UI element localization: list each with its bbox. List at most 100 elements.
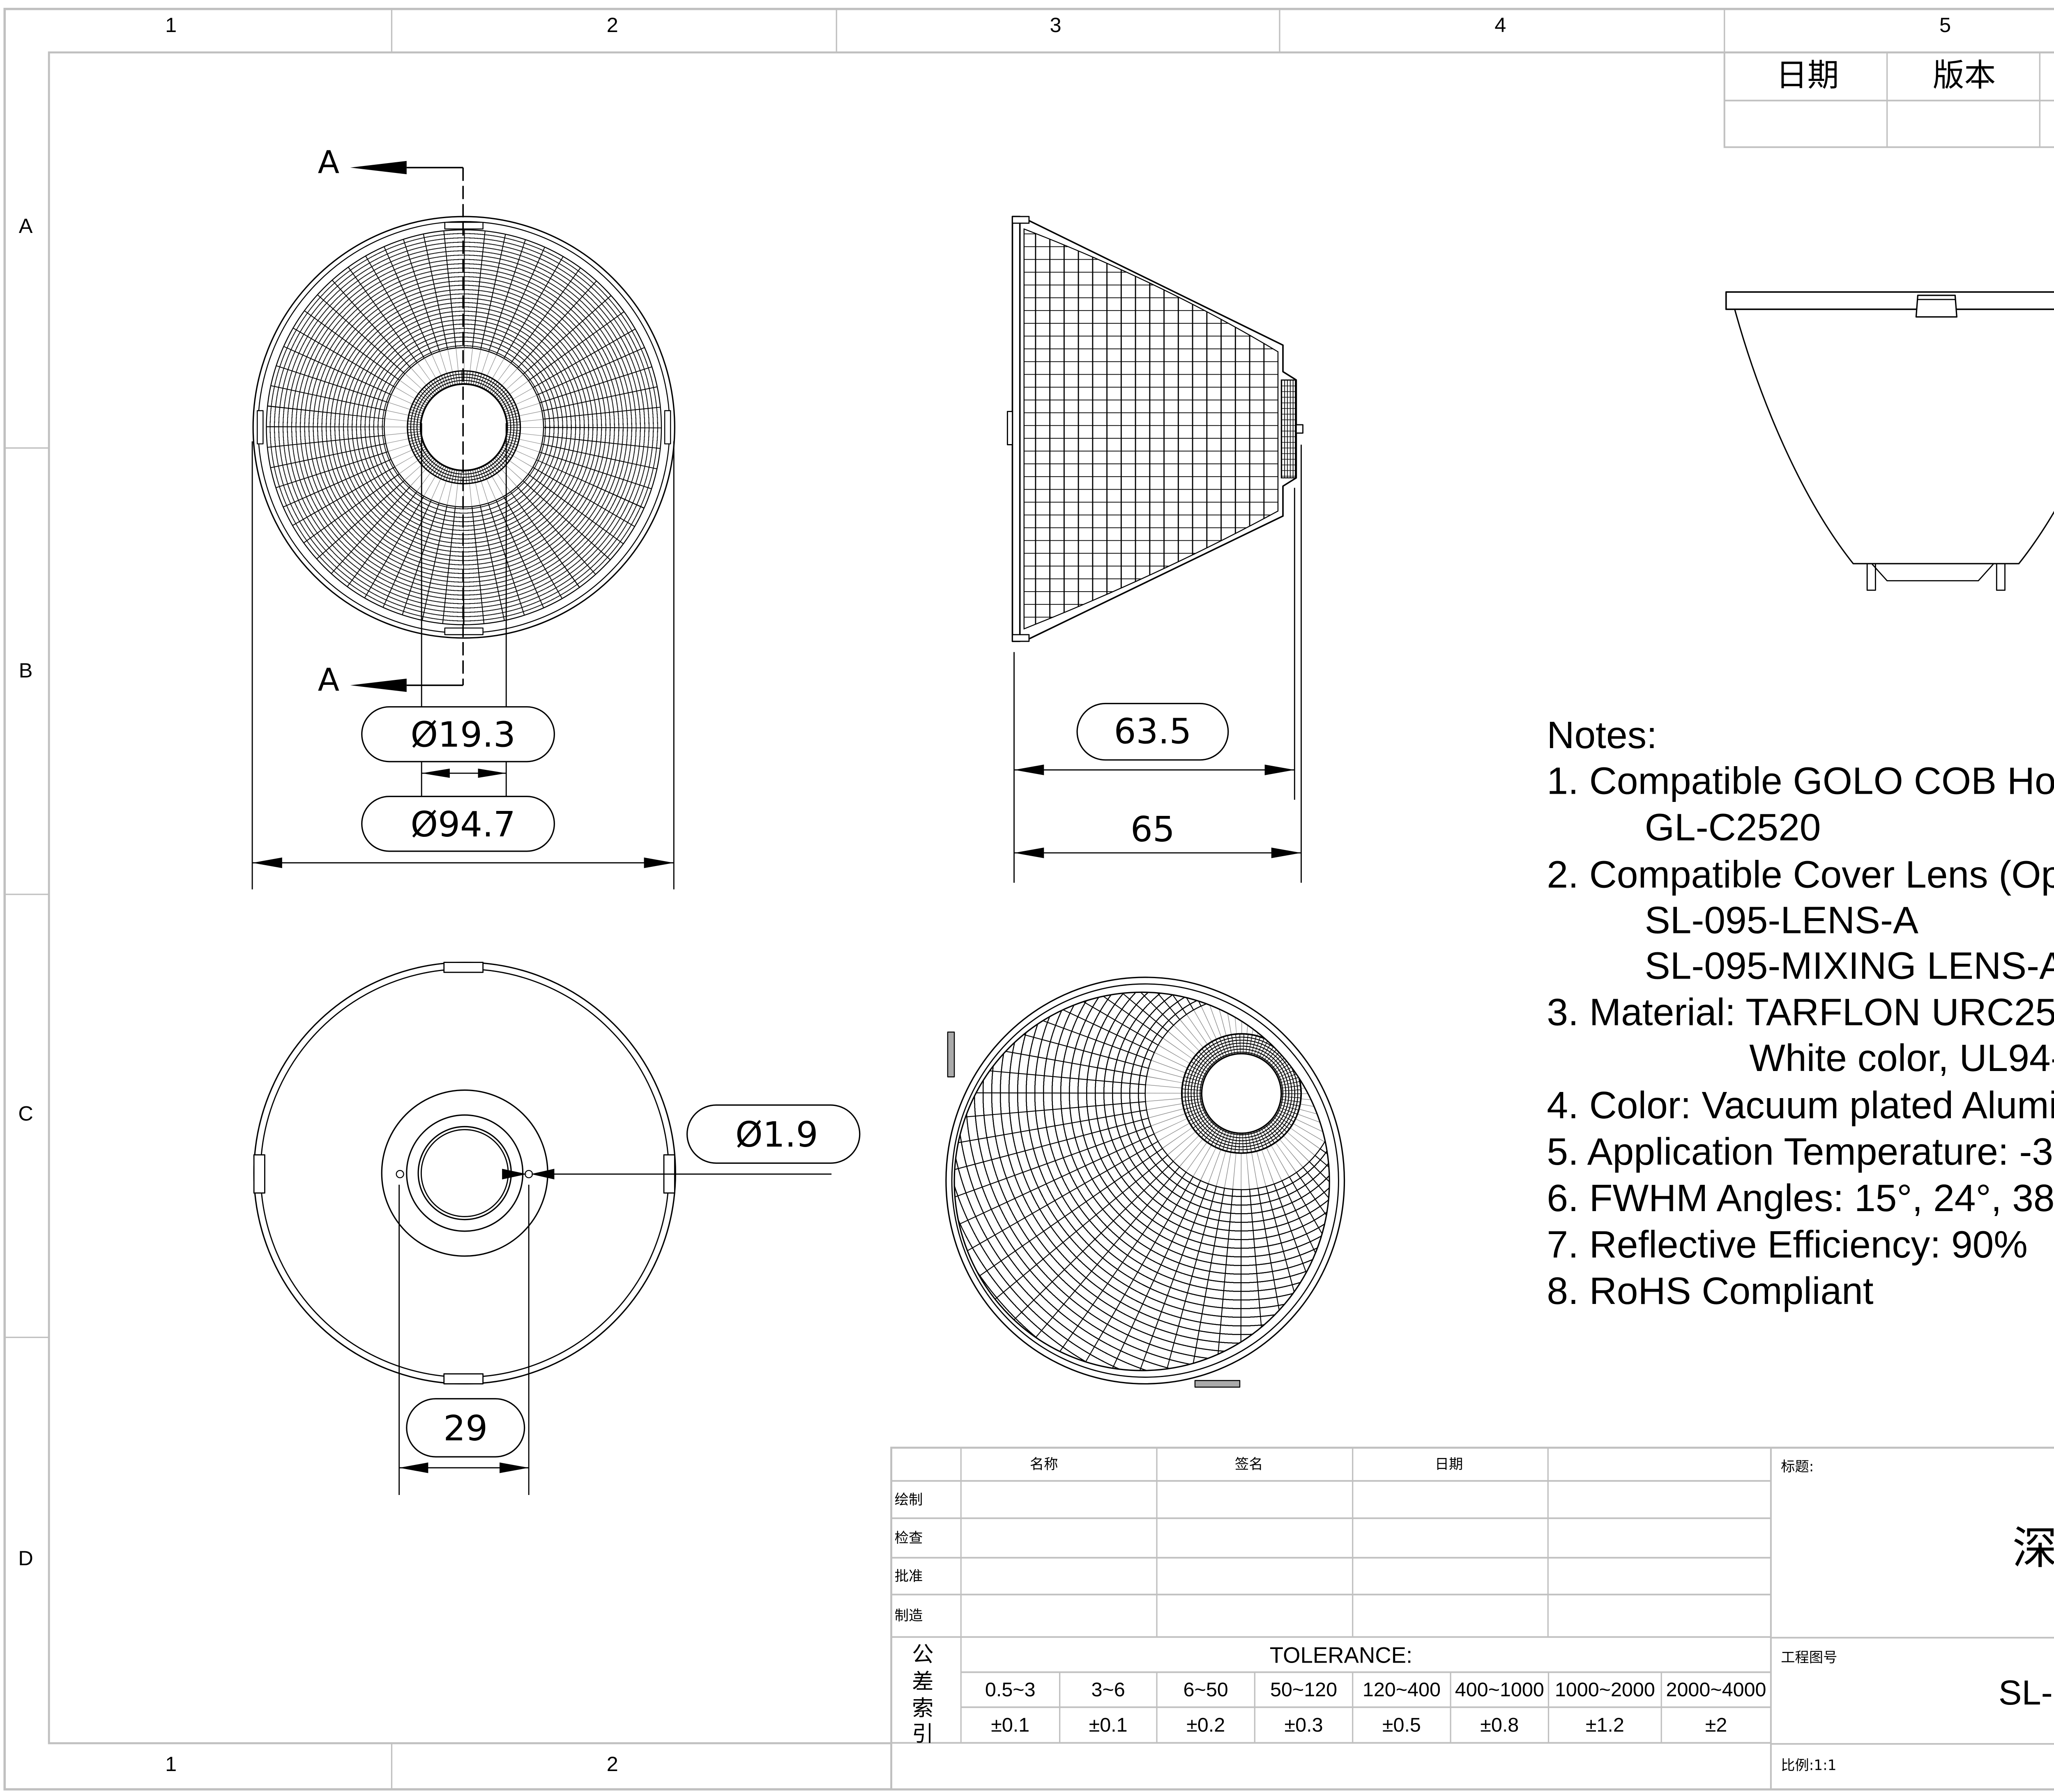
grid-outer-edge [266,229,662,625]
drawing-number-label: 工程图号 [1781,1649,1837,1666]
tolerance-range: 3~6 [1091,1679,1125,1701]
note-line: White color, UL94-V0, UV resistant [1749,1037,2054,1079]
tolerance-value: ±1.2 [1586,1714,1624,1736]
tolerance-value: ±0.5 [1382,1714,1421,1736]
tolerance-range: 2000~4000 [1666,1679,1766,1701]
dimension-arrow [399,1462,428,1473]
dimension-outer-diameter: Ø94.7 [251,441,675,889]
tolerance-range: 400~1000 [1455,1679,1544,1701]
dimension-value: 65 [1131,809,1175,850]
locating-pin [1295,424,1303,434]
zone-label-bottom: 2 [607,1752,618,1776]
dimension-value: 63.5 [1114,712,1191,752]
rim-outer [252,216,675,639]
dimension-arrow [531,1168,555,1179]
reflector-body-facets [1023,228,1279,630]
pin-hole [396,1170,404,1179]
reflector-neck-facets [1280,379,1296,479]
rim-tab [443,1373,484,1384]
section-arrow-head [350,161,407,175]
scale-label: 比例:1:1 [1781,1757,1837,1774]
dimension-value: Ø1.9 [735,1115,818,1155]
note-line: 5. Application Temperature: -35ºC ~ 120º… [1547,1130,2054,1173]
tolerance-range: 50~120 [1270,1679,1337,1701]
tolerance-side-label: 公 [912,1642,934,1667]
reflector-section-profile [1734,309,2054,564]
dimension-arrow [500,1462,529,1473]
flange-tab [1006,411,1013,445]
header-signature: 签名 [1235,1456,1263,1472]
revision-header-date: 日期 [1776,57,1839,94]
drawing-number: SL-095B [1999,1673,2054,1712]
section-label: A [318,662,340,698]
boss-inner [406,1114,524,1232]
light-opening [1201,1053,1282,1134]
dimension-value: 29 [443,1408,488,1449]
side-view: 63.5 65 [1006,216,1303,883]
dimension-pin-spacing: 29 [398,1184,530,1495]
light-opening [420,1129,509,1217]
dimension-pin-hole: Ø1.9 [502,1104,861,1179]
dimension-body-length: 63.5 [1013,488,1295,883]
zone-label-left: C [18,1102,33,1125]
tolerance-side-label: 差 [912,1669,934,1694]
note-line: 1. Compatible GOLO COB Holders: [1547,759,2054,802]
note-line: SL-095-LENS-A [1645,899,1918,942]
rim-tab [1194,1380,1241,1388]
isometric-view [945,977,1345,1388]
front-view: A A Ø19.3 Ø94.7 [251,144,675,889]
section-arrow-head [350,678,407,692]
dimension-arrow [252,857,282,868]
note-line: 4. Color: Vacuum plated Aluminum [1547,1084,2054,1126]
header-name: 名称 [1030,1456,1058,1472]
tolerance-value: ±2 [1705,1714,1727,1736]
neck-radials [407,371,520,484]
revision-table: 日期 版本 版本说明 [1723,51,2054,148]
title-block-border [890,1446,2054,1790]
dimension-value: Ø19.3 [410,715,516,755]
tolerance-range: 6~50 [1184,1679,1228,1701]
note-line: SL-095-MIXING LENS-A [1645,944,2054,987]
tolerance-value: ±0.2 [1186,1714,1225,1736]
rim-tab [664,410,671,445]
body-edge [953,991,1330,1371]
notes-title: Notes: [1547,714,1657,756]
note-line: 2. Compatible Cover Lens (Optional): [1547,853,2054,896]
bottom-view: Ø1.9 29 [253,961,861,1495]
note-line: GL-C2520 [1645,806,1821,848]
note-line: 8. RoHS Compliant [1547,1269,1873,1312]
section-label: A [318,144,340,181]
zone-label-top: 1 [165,13,177,37]
flange-lip [1012,634,1030,642]
company-name: 深圳西朗德光学 [2013,1522,2054,1574]
rim-tab [443,962,484,973]
row-label-manufacturing: 制造 [895,1608,923,1624]
isometric-facet-grid [954,992,1330,1371]
dimension-arrow [421,768,450,778]
dimension-label-box [361,796,555,852]
rim-outer [253,961,676,1385]
tolerance-range: 0.5~3 [985,1679,1036,1701]
zone-label-left: B [19,659,33,682]
title-label: 标题: [1781,1458,1814,1475]
rim-inner [951,983,1339,1378]
base-recess [1872,564,1994,582]
row-label-drawn: 绘制 [895,1492,923,1508]
tolerance-range: 1000~2000 [1555,1679,1655,1701]
zone-label-top: 2 [607,13,618,37]
section-view: 3.7 [1725,291,2054,591]
dimension-arrow [1014,848,1044,858]
tolerance-range: 120~400 [1363,1679,1441,1701]
dimension-arrow [478,768,507,778]
zone-label-bottom: 1 [165,1752,177,1776]
section-line-a: A A [318,144,464,698]
neck-outer-edge [407,370,521,484]
tolerance-title: TOLERANCE: [1270,1642,1412,1668]
rim-inner [260,968,670,1378]
flange-edge [1011,216,1021,642]
flange-clip-tab [1915,295,1957,318]
flange [1725,291,2054,310]
rim-tab [257,410,264,445]
header-date: 日期 [1435,1456,1463,1472]
